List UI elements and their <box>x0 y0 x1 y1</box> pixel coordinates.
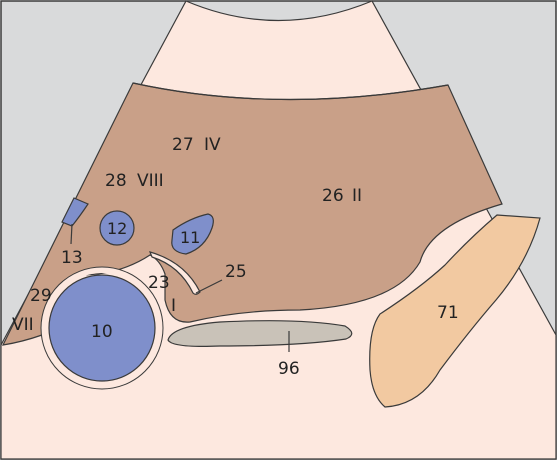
label-28: 28 <box>105 171 127 191</box>
label-96: 96 <box>278 359 300 379</box>
label-29: 29 <box>30 286 52 306</box>
label-VII: VII <box>12 315 34 335</box>
label-II: II <box>352 186 362 206</box>
label-I: I <box>171 296 176 316</box>
label-11: 11 <box>180 228 200 247</box>
label-VIII: VIII <box>137 171 164 191</box>
label-23: 23 <box>148 273 170 293</box>
label-10: 10 <box>91 322 113 342</box>
label-71: 71 <box>437 303 459 323</box>
label-26: 26 <box>322 186 344 206</box>
label-27: 27 <box>172 135 194 155</box>
label-12: 12 <box>107 219 127 238</box>
label-25: 25 <box>225 262 247 282</box>
label-IV: IV <box>204 135 221 155</box>
label-13: 13 <box>61 248 83 268</box>
